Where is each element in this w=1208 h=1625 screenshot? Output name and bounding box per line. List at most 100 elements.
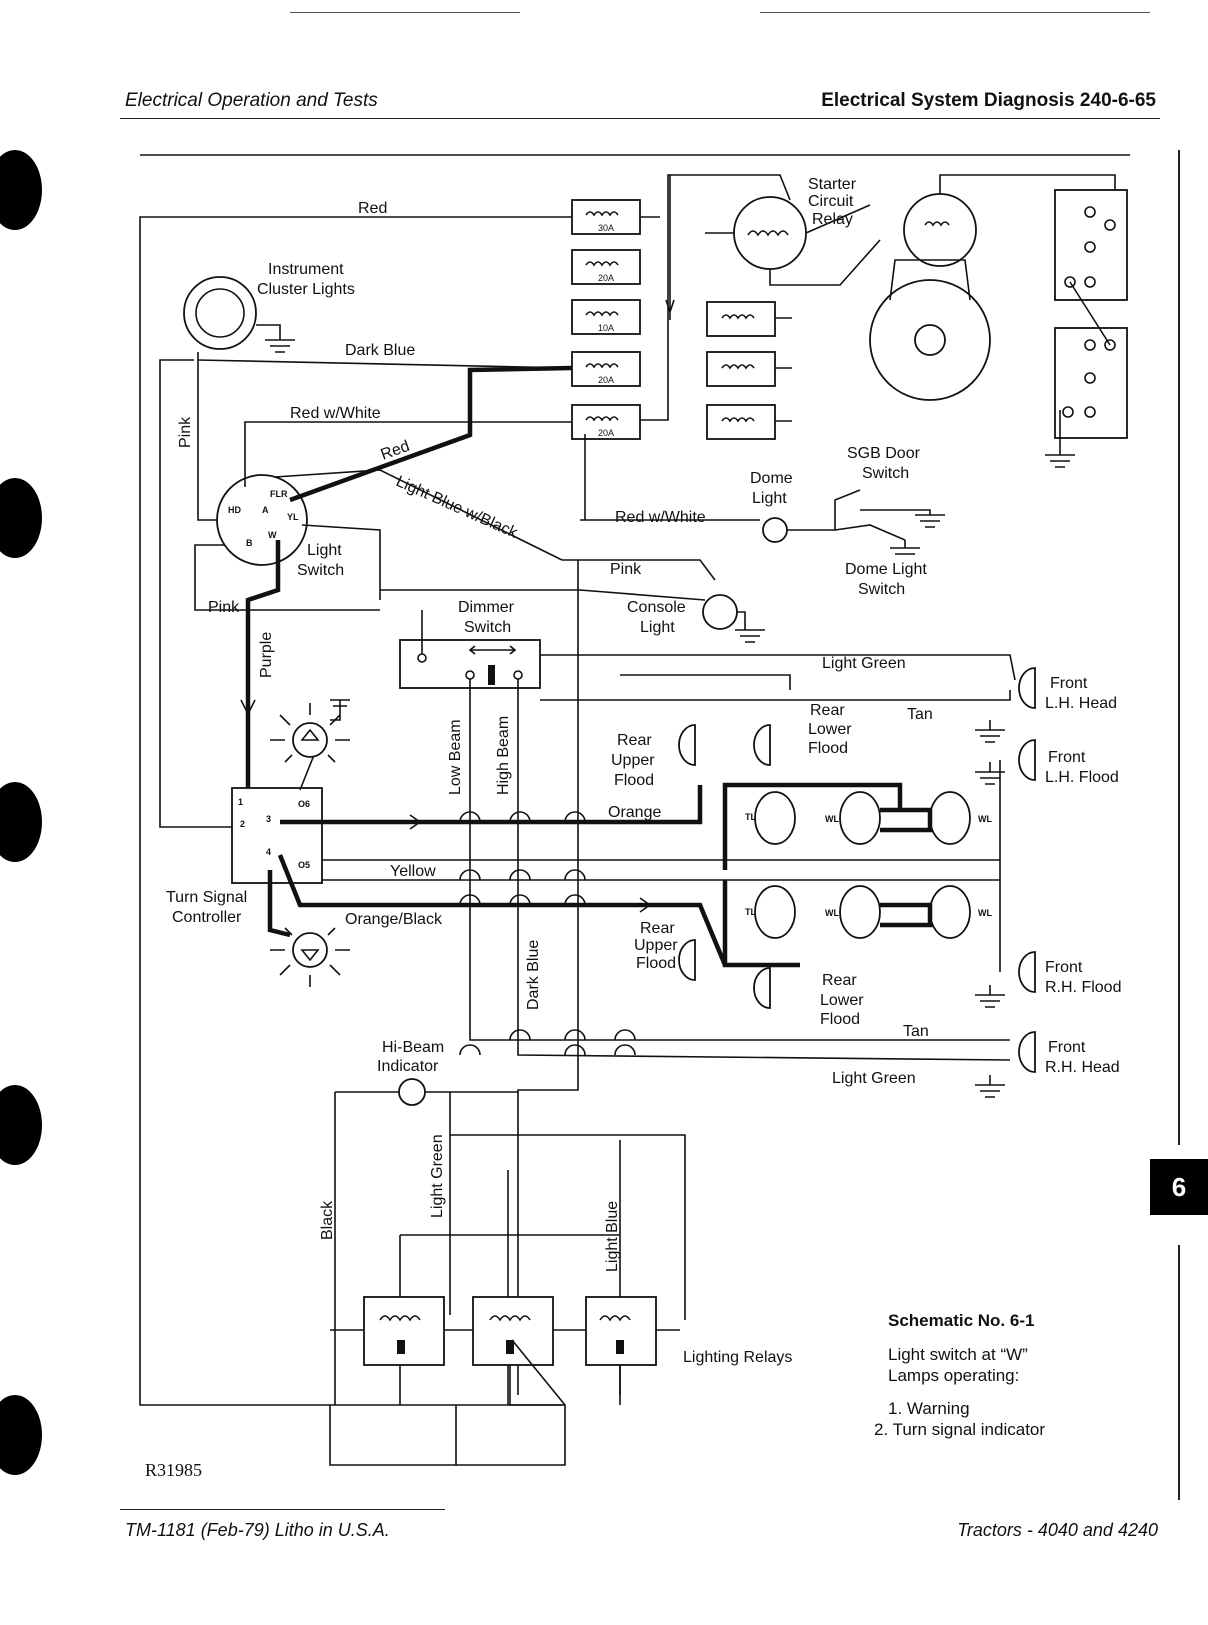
schematic-subtitle-2: Lamps operating:: [888, 1366, 1020, 1385]
schematic-item-1: 1. Warning: [888, 1399, 970, 1418]
label-front-rh-head-1: Front: [1048, 1039, 1086, 1056]
label-front-rh-flood-2: R.H. Flood: [1045, 979, 1121, 996]
top-scan-rule-left: [290, 12, 520, 13]
label-rear-upper-top-1: Rear: [617, 732, 652, 749]
binder-hole: [0, 782, 42, 862]
fuse-block: 30A 20A 10A 20A 20A: [571, 199, 641, 440]
switch-terminal-yl: YL: [287, 512, 299, 522]
wire-label-light-green-top: Light Green: [822, 655, 906, 672]
wire-label-light-green-vert: Light Green: [429, 1134, 446, 1218]
wire-label-orange-black: Orange/Black: [345, 911, 443, 928]
label-rear-upper-bottom-3: Flood: [636, 955, 676, 972]
label-light-switch-1: Light: [307, 542, 342, 559]
lamp-marker-tl-top: TL: [745, 812, 756, 822]
lamp-marker-tl-bottom: TL: [745, 907, 756, 917]
switch-terminal-w: W: [268, 530, 277, 540]
label-dome-light-switch-2: Switch: [858, 581, 905, 598]
switch-terminal-b: B: [246, 538, 253, 548]
wire-label-yellow: Yellow: [390, 863, 436, 880]
wire-label-light-blue: Light Blue: [604, 1201, 621, 1272]
wire-label-pink-lower: Pink: [208, 599, 240, 616]
header-rule: [120, 118, 1160, 119]
label-rear-lower-bottom-1: Rear: [822, 972, 857, 989]
lamp-marker-wl-2: WL: [978, 814, 992, 824]
controller-terminal-3: 3: [266, 814, 271, 824]
wire-label-high-beam: High Beam: [495, 716, 512, 795]
fuse-5-rating: 20A: [598, 428, 614, 438]
label-front-rh-head-2: R.H. Head: [1045, 1059, 1120, 1076]
wire-label-pink-mid: Pink: [610, 561, 642, 578]
header-left: Electrical Operation and Tests: [125, 90, 378, 111]
label-light-switch-2: Switch: [297, 562, 344, 579]
switch-terminal-a: A: [262, 505, 269, 515]
label-instrument-cluster-1: Instrument: [268, 261, 344, 278]
footer-right: Tractors - 4040 and 4240: [957, 1520, 1158, 1540]
wire-label-purple: Purple: [258, 632, 275, 678]
label-rear-upper-top-3: Flood: [614, 772, 654, 789]
binder-hole: [0, 478, 42, 558]
top-scan-rule-right: [760, 12, 1150, 13]
switch-terminal-hd: HD: [228, 505, 241, 515]
label-hi-beam-indicator-2: Indicator: [377, 1058, 439, 1075]
front-lamps: [1018, 667, 1036, 1073]
label-front-lh-flood-1: Front: [1048, 749, 1086, 766]
lamp-marker-wl-3: WL: [825, 908, 839, 918]
label-console-light-1: Console: [627, 599, 686, 616]
lamp-marker-wl-4: WL: [978, 908, 992, 918]
binder-hole: [0, 1085, 42, 1165]
label-rear-lower-top-3: Flood: [808, 740, 848, 757]
label-turn-signal-controller-1: Turn Signal: [166, 889, 247, 906]
label-rear-lower-bottom-3: Flood: [820, 1011, 860, 1028]
wire-label-pink-left: Pink: [177, 416, 194, 448]
fuse-2-rating: 20A: [598, 273, 614, 283]
wire-label-orange: Orange: [608, 804, 661, 821]
wire-label-low-beam: Low Beam: [447, 719, 464, 795]
footer-left: TM-1181 (Feb-79) Litho in U.S.A.: [125, 1520, 390, 1540]
wire-label-dark-blue-vert: Dark Blue: [525, 940, 542, 1010]
label-rear-lower-bottom-2: Lower: [820, 992, 864, 1009]
page-edge-rule: [1178, 150, 1180, 1145]
fuse-4-rating: 20A: [598, 375, 614, 385]
schematic-subtitle-1: Light switch at “W”: [888, 1345, 1028, 1364]
label-dimmer-switch-2: Switch: [464, 619, 511, 636]
label-starter-relay-3: Relay: [812, 211, 853, 228]
wire-label-light-green-bottom: Light Green: [832, 1070, 916, 1087]
label-hi-beam-indicator-1: Hi-Beam: [382, 1039, 444, 1056]
label-lighting-relays: Lighting Relays: [683, 1349, 792, 1366]
controller-terminal-o5: O5: [298, 860, 310, 870]
wire-label-tan-bottom: Tan: [903, 1023, 929, 1040]
label-turn-signal-controller-2: Controller: [172, 909, 242, 926]
wire-label-dark-blue-top: Dark Blue: [345, 342, 415, 359]
label-console-light-2: Light: [640, 619, 675, 636]
controller-terminal-4: 4: [266, 847, 271, 857]
header-right: Electrical System Diagnosis 240-6-65: [821, 90, 1156, 111]
label-starter-relay-2: Circuit: [808, 193, 854, 210]
label-sgb-door-2: Switch: [862, 465, 909, 482]
page-edge-rule: [1178, 1245, 1180, 1500]
wire-label-tan-top: Tan: [907, 706, 933, 723]
controller-terminal-2: 2: [240, 819, 245, 829]
controller-terminal-1: 1: [238, 797, 243, 807]
schematic-notes: Schematic No. 6-1 Light switch at “W” La…: [874, 1310, 1045, 1440]
label-dome-light-switch-1: Dome Light: [845, 561, 927, 578]
label-dome-light-2: Light: [752, 490, 787, 507]
label-rear-upper-bottom-2: Upper: [634, 937, 678, 954]
label-front-lh-head-1: Front: [1050, 675, 1088, 692]
footer-rule: [120, 1509, 445, 1510]
wire-label-red-white-dome: Red w/White: [615, 509, 706, 526]
reference-number: R31985: [145, 1460, 203, 1480]
label-rear-upper-top-2: Upper: [611, 752, 655, 769]
wire-label-red-white-top: Red w/White: [290, 405, 381, 422]
schematic-item-2: 2. Turn signal indicator: [874, 1420, 1046, 1439]
label-rear-lower-top-1: Rear: [810, 702, 845, 719]
controller-terminal-o6: O6: [298, 799, 310, 809]
fuse-1-rating: 30A: [598, 223, 614, 233]
label-instrument-cluster-2: Cluster Lights: [257, 281, 355, 298]
binder-hole: [0, 150, 42, 230]
label-dome-light-1: Dome: [750, 470, 793, 487]
label-rear-upper-bottom-1: Rear: [640, 920, 675, 937]
wire-label-light-blue-black: Light Blue w/Black: [393, 473, 520, 542]
schematic-title: Schematic No. 6-1: [888, 1311, 1035, 1330]
wire-label-red-top: Red: [358, 200, 387, 217]
